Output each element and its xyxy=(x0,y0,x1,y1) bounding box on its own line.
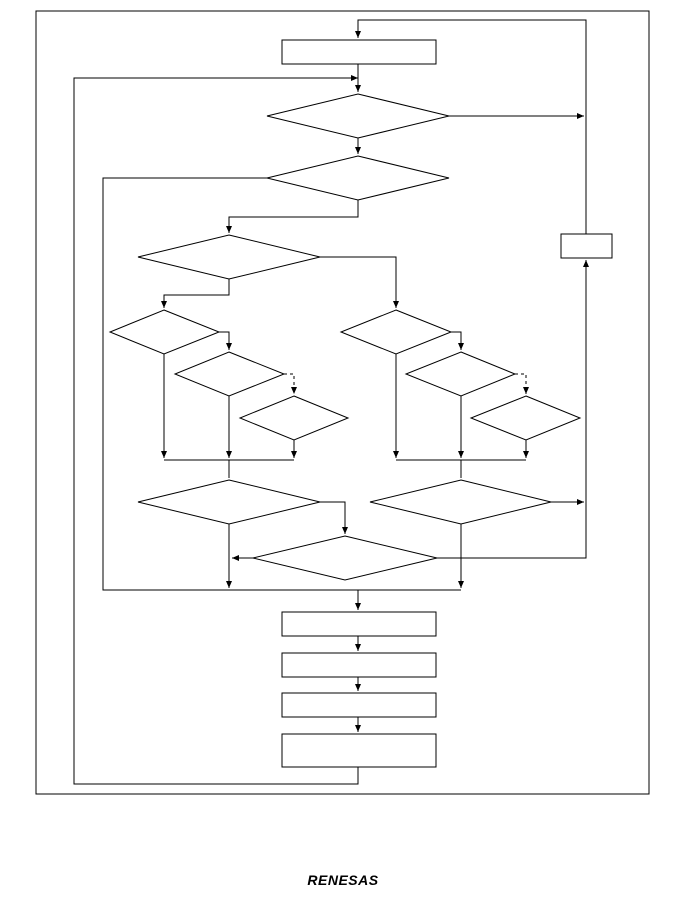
connector-center-right-loop xyxy=(437,260,589,559)
process-box-bottom-2 xyxy=(281,652,437,678)
process-box-top xyxy=(281,39,437,65)
connector-d2-left xyxy=(102,177,358,591)
decision-diamond-right-b xyxy=(404,351,517,397)
connector-d3-to-right-a xyxy=(320,256,399,308)
decision-diamond-3 xyxy=(137,234,321,280)
decision-diamond-left-a xyxy=(108,309,221,355)
process-box-bottom-3 xyxy=(281,692,437,718)
logo-text: RENESAS xyxy=(307,872,378,888)
connector-loop-top xyxy=(355,19,587,234)
process-box-bottom-4 xyxy=(281,733,437,768)
decision-diamond-right-c xyxy=(469,395,582,441)
connector-d2-to-d3 xyxy=(226,200,359,233)
process-box-right xyxy=(560,233,613,259)
decision-diamond-left-b xyxy=(173,351,286,397)
outer-frame xyxy=(35,10,650,795)
renesas-logo: RENESAS xyxy=(307,872,378,888)
connector-right-a-to-b xyxy=(451,331,464,350)
decision-diamond-right-a xyxy=(339,309,453,355)
process-box-bottom-1 xyxy=(281,611,437,637)
connector-left-merge-right xyxy=(320,501,348,534)
connector-left-b-to-c xyxy=(284,373,297,394)
decision-diamond-center xyxy=(252,535,438,581)
decision-diamond-1 xyxy=(266,93,450,139)
decision-diamond-left-c xyxy=(238,395,350,441)
decision-diamond-left-merge xyxy=(137,479,321,525)
decision-diamond-right-merge xyxy=(369,479,552,525)
connector-loop-left xyxy=(73,75,359,785)
connector-d3-to-left-a xyxy=(161,279,230,308)
connector-right-b-to-c xyxy=(515,373,529,394)
connector-left-a-to-b xyxy=(219,331,232,350)
decision-diamond-2 xyxy=(266,155,450,201)
